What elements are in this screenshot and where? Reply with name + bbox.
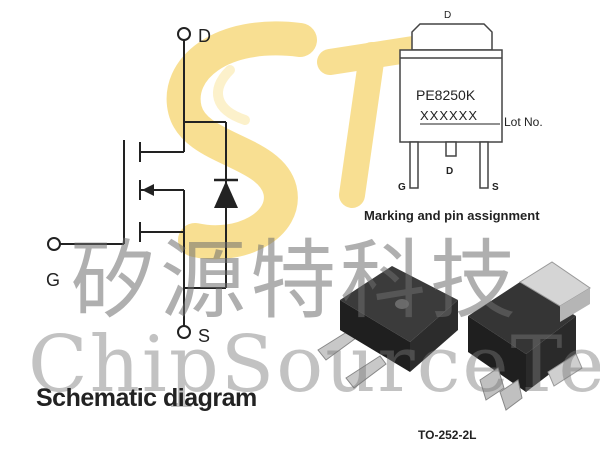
package-body: [399, 49, 503, 143]
lot-label: Lot No.: [504, 115, 543, 129]
schematic-caption: Schematic diagram: [36, 384, 257, 412]
body-diode: [214, 178, 238, 208]
lot-code: XXXXXX: [420, 108, 478, 123]
gate-terminal: [47, 237, 61, 251]
part-number: PE8250K: [416, 87, 476, 103]
pin-left-label: G: [398, 182, 406, 193]
gate-label: G: [46, 270, 60, 290]
mosfet-schematic: [47, 27, 227, 339]
pin-gate: [409, 141, 419, 189]
package-tab: [411, 23, 493, 51]
source-terminal: [177, 325, 191, 339]
pin-tab-label: D: [444, 10, 451, 21]
package-render-back: [468, 261, 591, 411]
pin-drain-stub: [445, 141, 457, 157]
drain-label: D: [198, 26, 211, 46]
drain-terminal: [177, 27, 191, 41]
body-arrow-icon: [142, 184, 154, 196]
watermark-chinese: 矽源特科技: [70, 231, 520, 331]
marking-drawing: [399, 23, 503, 189]
package-name: TO-252-2L: [418, 428, 477, 442]
source-label: S: [198, 326, 210, 346]
marking-caption: Marking and pin assignment: [364, 208, 540, 223]
pin-right-label: S: [492, 182, 499, 193]
package-render-front: [317, 266, 458, 389]
pin-source: [479, 141, 489, 189]
watermark-english: ChipSourceTek: [28, 320, 600, 410]
pin-middle-label: D: [446, 166, 453, 177]
